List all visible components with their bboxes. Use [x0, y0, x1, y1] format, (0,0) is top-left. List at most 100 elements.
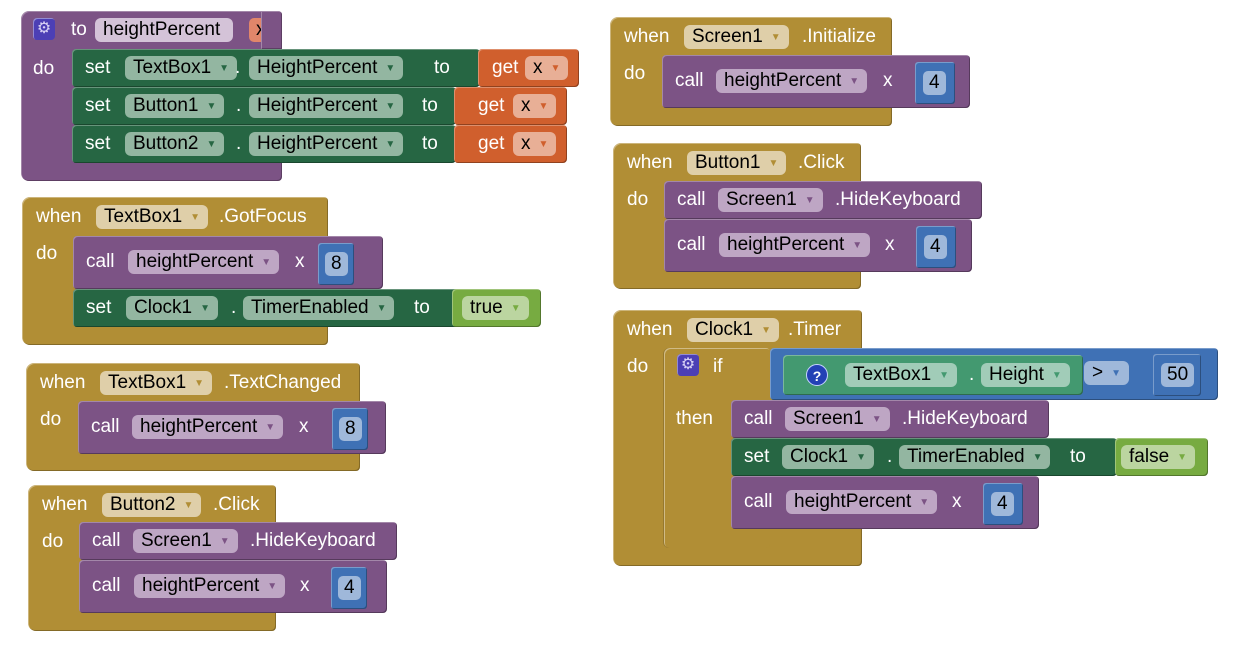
boolean-false-block[interactable]: false▼ — [1115, 438, 1208, 476]
mutator-gear-icon[interactable]: ⚙ — [677, 354, 699, 376]
mutator-gear-icon[interactable]: ⚙ — [33, 18, 55, 40]
set-textbox1-heightpercent-block[interactable]: set TextBox1▼ . HeightPercent▼ to — [72, 49, 480, 87]
keyword-call: call — [744, 408, 773, 429]
get-x-block[interactable]: get x▼ — [454, 87, 567, 125]
variable-dropdown[interactable]: x▼ — [513, 132, 557, 156]
property-dropdown[interactable]: HeightPercent▼ — [249, 56, 404, 80]
operator-dropdown[interactable]: >▼ — [1084, 361, 1130, 385]
number-block[interactable]: 4 — [916, 226, 956, 268]
keyword-set: set — [85, 133, 111, 154]
component-dropdown[interactable]: Clock1▼ — [782, 445, 874, 469]
get-x-block[interactable]: get x▼ — [454, 125, 567, 163]
help-icon[interactable]: ? — [806, 364, 828, 386]
component-dropdown[interactable]: Clock1▼ — [126, 296, 218, 320]
keyword-set: set — [85, 57, 111, 78]
number-value[interactable]: 50 — [1161, 363, 1195, 387]
component-dropdown[interactable]: TextBox1▼ — [845, 363, 958, 387]
procedure-dropdown[interactable]: heightPercent▼ — [716, 69, 868, 93]
number-block[interactable]: 4 — [331, 567, 367, 609]
keyword-to: to — [1070, 446, 1086, 467]
component-dropdown[interactable]: Screen1▼ — [133, 529, 238, 553]
method-name: .HideKeyboard — [250, 530, 376, 551]
component-dropdown[interactable]: Button2▼ — [125, 132, 225, 156]
dropdown-arrow-icon: ▼ — [206, 139, 217, 150]
property-dropdown[interactable]: TimerEnabled▼ — [899, 445, 1051, 469]
boolean-dropdown[interactable]: false▼ — [1121, 445, 1196, 469]
boolean-true-block[interactable]: true▼ — [452, 289, 541, 327]
set-button1-heightpercent-block[interactable]: set Button1▼ . HeightPercent▼ to — [72, 87, 456, 125]
number-block[interactable]: 50 — [1153, 354, 1201, 396]
property-dropdown[interactable]: HeightPercent▼ — [249, 132, 404, 156]
dropdown-arrow-icon: ▼ — [856, 452, 866, 463]
number-value[interactable]: 4 — [923, 71, 946, 95]
number-value[interactable]: 4 — [924, 235, 947, 259]
variable-dropdown[interactable]: x▼ — [513, 94, 557, 118]
keyword-set: set — [744, 446, 770, 467]
property-dropdown[interactable]: Height▼ — [981, 363, 1070, 387]
dropdown-arrow-icon: ▼ — [919, 497, 930, 508]
boolean-dropdown[interactable]: true▼ — [462, 296, 529, 320]
get-x-block[interactable]: get x▼ — [478, 49, 579, 87]
keyword-do: do — [36, 243, 58, 264]
procedure-body-extension — [261, 11, 282, 49]
event-name: .Click — [213, 494, 260, 515]
set-clock1-timerenabled-block[interactable]: set Clock1▼ . TimerEnabled▼ to — [731, 438, 1117, 476]
dropdown-arrow-icon: ▼ — [510, 303, 521, 314]
keyword-do: do — [33, 58, 55, 79]
event-name: .TextChanged — [224, 372, 342, 393]
number-value[interactable]: 4 — [991, 492, 1014, 516]
component-dropdown[interactable]: TextBox1▼ — [100, 371, 213, 395]
number-value[interactable]: 8 — [325, 252, 348, 276]
number-value[interactable]: 8 — [339, 417, 362, 441]
dot-separator: . — [969, 364, 975, 385]
number-block[interactable]: 4 — [915, 62, 955, 104]
number-block[interactable]: 4 — [983, 483, 1023, 525]
component-dropdown[interactable]: Screen1▼ — [718, 188, 823, 212]
call-screen1-hidekeyboard-block[interactable]: call Screen1▼ .HideKeyboard — [664, 181, 982, 219]
arg-label-x: x — [299, 416, 309, 437]
property-dropdown[interactable]: HeightPercent▼ — [249, 94, 404, 118]
procedure-name-field[interactable]: heightPercent — [95, 18, 233, 42]
variable-dropdown[interactable]: x▼ — [525, 56, 569, 80]
dropdown-arrow-icon: ▼ — [194, 378, 205, 389]
number-block[interactable]: 8 — [332, 408, 368, 450]
set-button2-heightpercent-block[interactable]: set Button2▼ . HeightPercent▼ to — [72, 125, 456, 163]
dropdown-arrow-icon: ▼ — [1111, 368, 1122, 379]
procedure-dropdown[interactable]: heightPercent▼ — [134, 574, 286, 598]
dropdown-arrow-icon: ▼ — [385, 139, 396, 150]
call-screen1-hidekeyboard-block[interactable]: call Screen1▼ .HideKeyboard — [79, 522, 397, 560]
keyword-call: call — [677, 234, 706, 255]
component-dropdown[interactable]: Button2▼ — [102, 493, 202, 517]
arg-label-x: x — [883, 70, 893, 91]
dropdown-arrow-icon: ▼ — [261, 257, 272, 268]
dot-separator: . — [235, 57, 241, 78]
keyword-call: call — [677, 189, 706, 210]
dropdown-arrow-icon: ▼ — [267, 581, 278, 592]
component-dropdown[interactable]: TextBox1▼ — [125, 56, 238, 80]
component-dropdown[interactable]: Screen1▼ — [785, 407, 890, 431]
keyword-to: to — [414, 297, 430, 318]
set-clock1-timerenabled-block[interactable]: set Clock1▼ . TimerEnabled▼ to — [73, 289, 463, 327]
number-block[interactable]: 8 — [318, 243, 354, 285]
component-dropdown[interactable]: TextBox1▼ — [96, 205, 209, 229]
procedure-dropdown[interactable]: heightPercent▼ — [786, 490, 938, 514]
component-dropdown[interactable]: Button1▼ — [125, 94, 225, 118]
dropdown-arrow-icon: ▼ — [939, 370, 950, 381]
keyword-to: to — [422, 95, 438, 116]
number-value[interactable]: 4 — [338, 576, 361, 600]
component-dropdown[interactable]: Button1▼ — [687, 151, 787, 175]
getter-textbox1-height-block[interactable]: ? TextBox1▼ . Height▼ — [783, 355, 1083, 395]
procedure-dropdown[interactable]: heightPercent▼ — [719, 233, 871, 257]
procedure-dropdown[interactable]: heightPercent▼ — [128, 250, 280, 274]
arg-label-x: x — [300, 575, 310, 596]
method-name: .HideKeyboard — [835, 189, 961, 210]
component-dropdown[interactable]: Clock1▼ — [687, 318, 779, 342]
dropdown-arrow-icon: ▼ — [376, 303, 387, 314]
call-screen1-hidekeyboard-block[interactable]: call Screen1▼ .HideKeyboard — [731, 400, 1049, 438]
component-dropdown[interactable]: Screen1▼ — [684, 25, 789, 49]
dot-separator: . — [231, 297, 237, 318]
property-dropdown[interactable]: TimerEnabled▼ — [243, 296, 395, 320]
keyword-to: to — [422, 133, 438, 154]
procedure-dropdown[interactable]: heightPercent▼ — [132, 415, 284, 439]
dropdown-arrow-icon: ▼ — [538, 101, 549, 112]
